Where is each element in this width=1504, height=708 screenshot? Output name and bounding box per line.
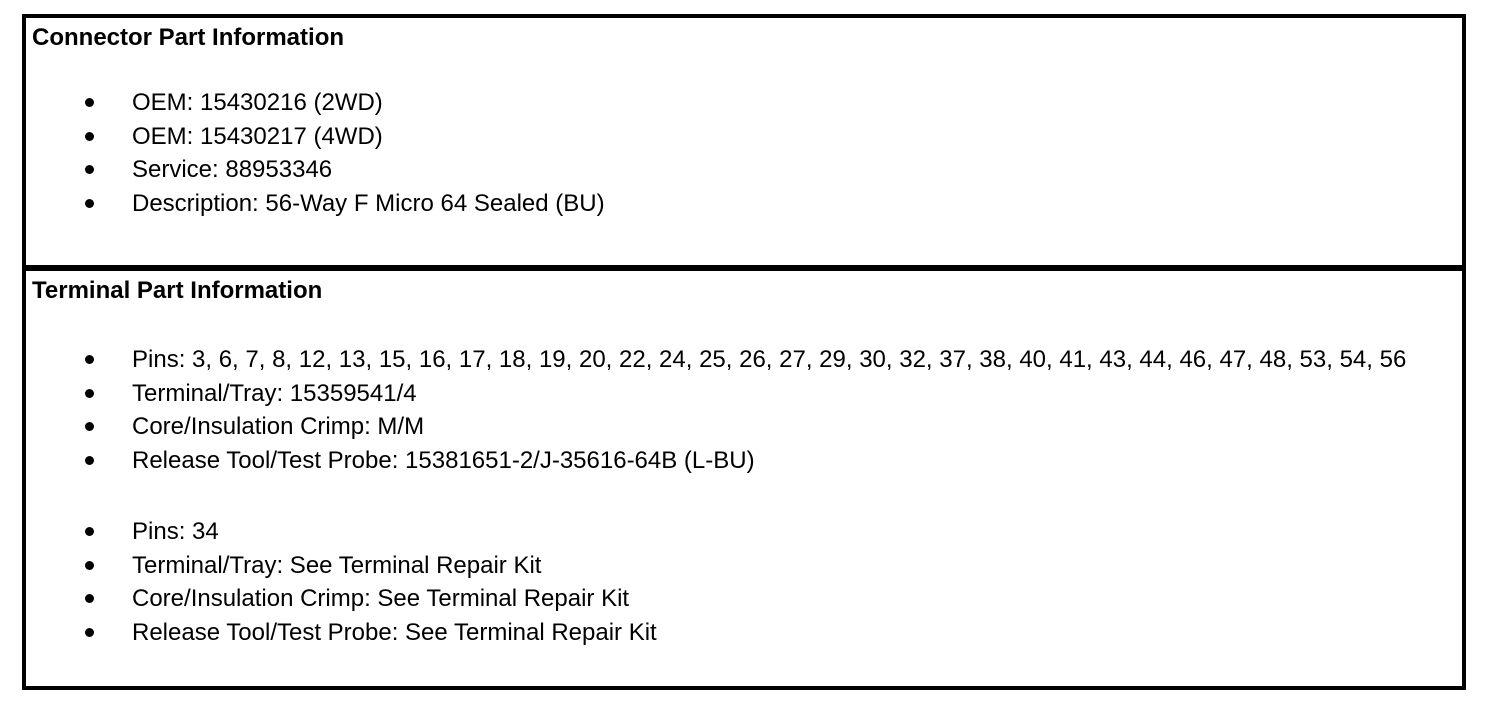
bullet-item: OEM: 15430217 (4WD) bbox=[32, 120, 1462, 154]
bullet-item-text: Core/Insulation Crimp: M/M bbox=[132, 413, 425, 440]
bullet-item-text: Terminal/Tray: See Terminal Repair Kit bbox=[132, 551, 542, 579]
bullet-icon bbox=[85, 355, 94, 364]
terminal-info-list-primary: Pins: 3, 6, 7, 8, 12, 13, 15, 16, 17, 18… bbox=[32, 343, 1462, 477]
bullet-icon bbox=[85, 165, 94, 174]
connector-part-information-section: Connector Part Information OEM: 15430216… bbox=[26, 18, 1462, 271]
connector-info-list: OEM: 15430216 (2WD) OEM: 15430217 (4WD) … bbox=[32, 86, 1462, 220]
bullet-icon bbox=[85, 627, 94, 637]
bullet-item: Description: 56-Way F Micro 64 Sealed (B… bbox=[32, 187, 1462, 221]
bullet-item: Release Tool/Test Probe: 15381651-2/J-35… bbox=[32, 444, 1462, 478]
bullet-icon bbox=[85, 388, 94, 398]
bullet-icon bbox=[85, 131, 94, 141]
terminal-info-list-secondary: Pins: 34 Terminal/Tray: See Terminal Rep… bbox=[32, 515, 1462, 649]
bullet-item: OEM: 15430216 (2WD) bbox=[32, 86, 1462, 120]
bullet-icon bbox=[85, 560, 94, 570]
bullet-item: Terminal/Tray: 15359541/4 bbox=[32, 377, 1462, 411]
bullet-item-text: Service: 88953346 bbox=[132, 156, 333, 183]
bullet-item: Terminal/Tray: See Terminal Repair Kit bbox=[32, 549, 1462, 583]
bullet-item-text: Pins: 34 bbox=[132, 518, 219, 545]
bullet-icon bbox=[85, 198, 94, 208]
bullet-item-text: OEM: 15430216 (2WD) bbox=[132, 89, 383, 116]
section-title: Connector Part Information bbox=[32, 24, 345, 51]
bullet-item-text: OEM: 15430217 (4WD) bbox=[132, 122, 383, 150]
bullet-item: Pins: 3, 6, 7, 8, 12, 13, 15, 16, 17, 18… bbox=[32, 343, 1462, 377]
bullet-item: Service: 88953346 bbox=[32, 153, 1462, 187]
bullet-icon bbox=[85, 98, 94, 107]
bullet-item-text: Release Tool/Test Probe: See Terminal Re… bbox=[132, 618, 657, 646]
bullet-item: Core/Insulation Crimp: See Terminal Repa… bbox=[32, 582, 1462, 616]
bullet-item-text: Core/Insulation Crimp: See Terminal Repa… bbox=[132, 585, 630, 612]
bullet-icon bbox=[85, 455, 94, 465]
section-title: Terminal Part Information bbox=[32, 277, 323, 304]
bullet-item: Release Tool/Test Probe: See Terminal Re… bbox=[32, 616, 1462, 650]
bullet-icon bbox=[85, 527, 94, 536]
bullet-item-text: Terminal/Tray: 15359541/4 bbox=[132, 379, 417, 407]
terminal-part-information-section: Terminal Part Information Pins: 3, 6, 7,… bbox=[26, 271, 1462, 686]
bullet-item-text: Release Tool/Test Probe: 15381651-2/J-35… bbox=[132, 446, 755, 474]
bullet-icon bbox=[85, 422, 94, 431]
bullet-item: Core/Insulation Crimp: M/M bbox=[32, 410, 1462, 444]
document-frame: Connector Part Information OEM: 15430216… bbox=[22, 14, 1466, 690]
bullet-item-text: Description: 56-Way F Micro 64 Sealed (B… bbox=[132, 189, 605, 217]
bullet-item-text: Pins: 3, 6, 7, 8, 12, 13, 15, 16, 17, 18… bbox=[132, 346, 1407, 373]
bullet-item: Pins: 34 bbox=[32, 515, 1462, 549]
bullet-icon bbox=[85, 594, 94, 603]
